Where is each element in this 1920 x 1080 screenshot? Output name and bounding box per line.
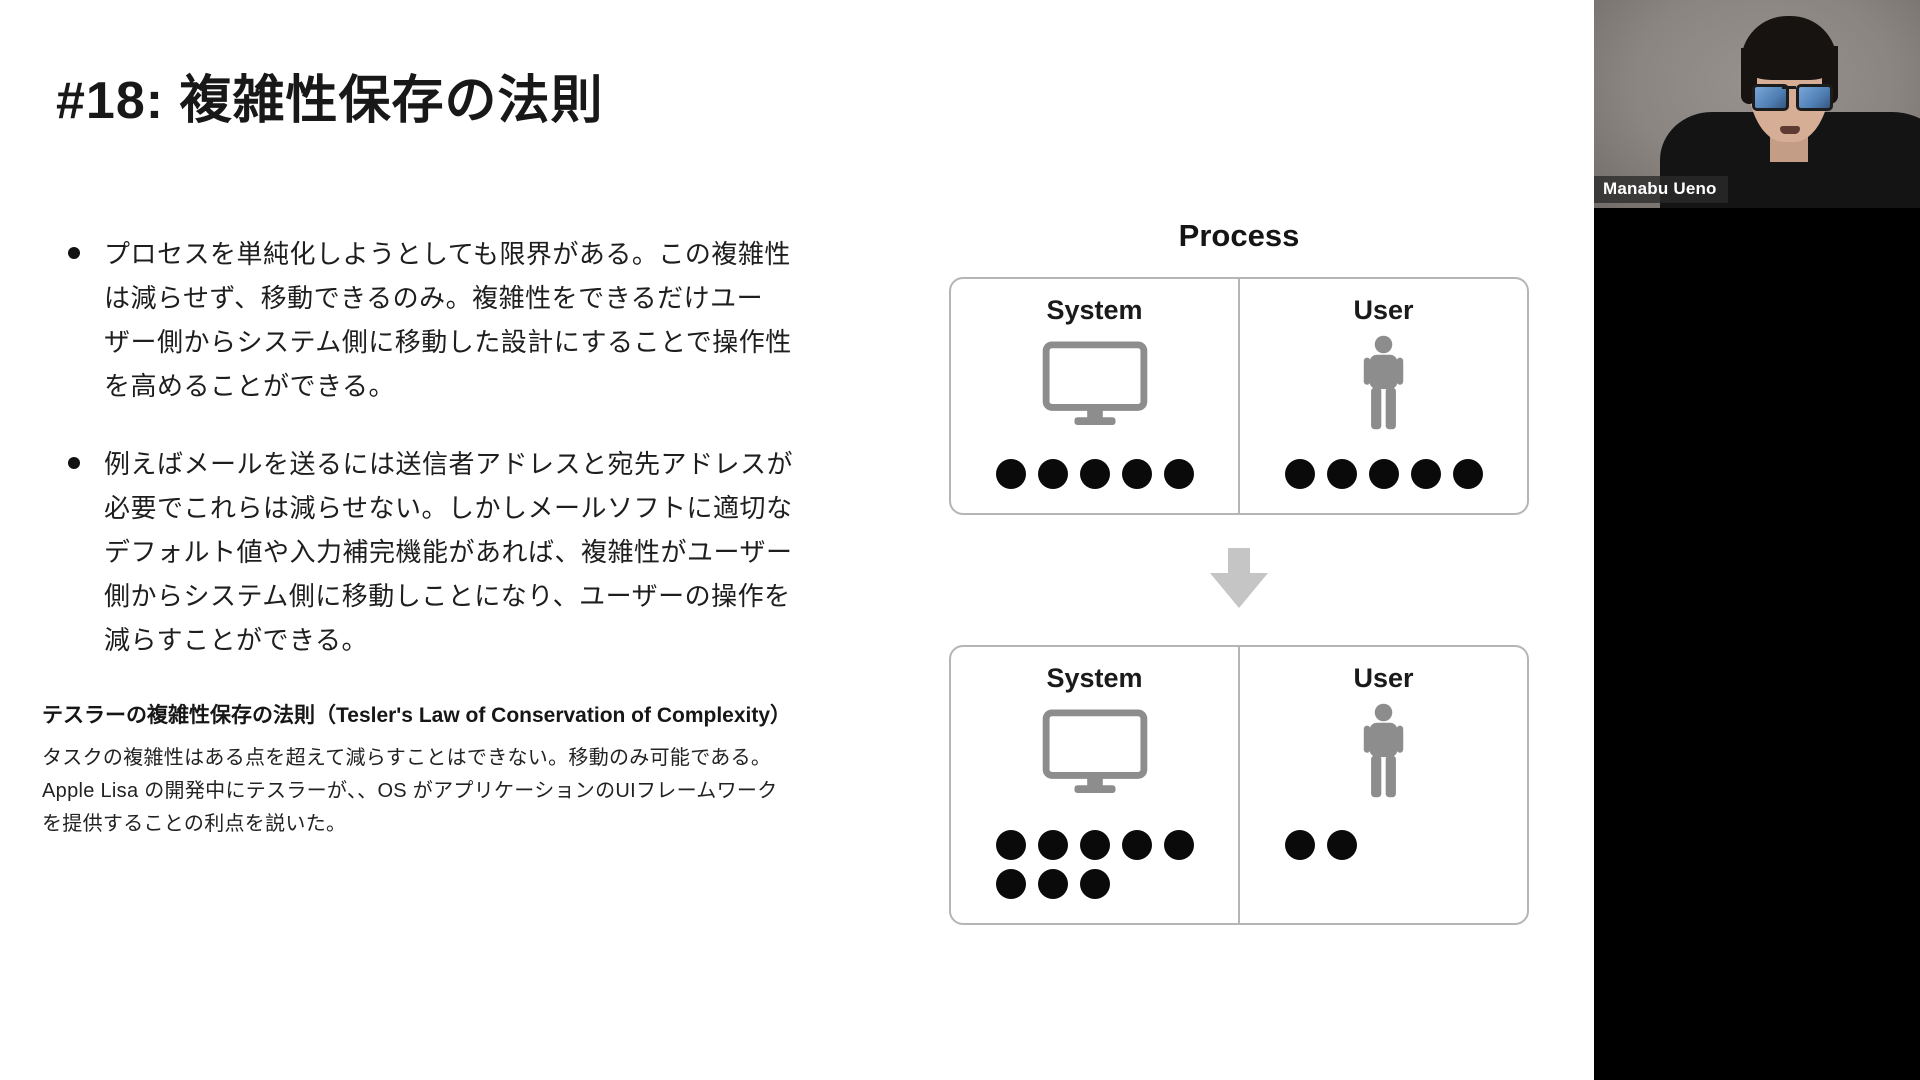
complexity-dots-system-before (995, 459, 1194, 489)
complexity-dot (1284, 459, 1315, 489)
bullet-item: プロセスを単純化しようとしても限界がある。この複雑性 は減らせず、移動できるのみ… (68, 232, 864, 408)
participant-name-label: Manabu Ueno (1594, 176, 1728, 203)
person-icon (1360, 702, 1407, 799)
bullet-text-line: を高めることができる。 (104, 371, 395, 401)
complexity-dot (1368, 459, 1399, 489)
box-divider (1238, 647, 1240, 923)
glasses-bridge (1782, 86, 1796, 89)
complexity-dot (1163, 459, 1194, 489)
footnote-heading: テスラーの複雑性保存の法則（Tesler's Law of Conservati… (42, 704, 792, 727)
diagram-title: Process (1178, 218, 1300, 253)
system-label: System (1046, 663, 1143, 693)
complexity-dot (1284, 830, 1315, 860)
bullet-text-line: プロセスを単純化しようとしても限界がある。この複雑性 (104, 239, 791, 269)
user-label: User (1353, 663, 1414, 693)
bullet-text-line: 必要でこれらは減らせない。しかしメールソフトに適切な (104, 493, 793, 523)
complexity-dot (1121, 830, 1152, 860)
complexity-dots-user-after (1284, 830, 1483, 899)
person-icon (1360, 334, 1407, 431)
bullet-text-line: は減らせず、移動できるのみ。複雑性をできるだけユー (104, 283, 764, 313)
bullet-text-line: ザー側からシステム側に移動した設計にすることで操作性 (104, 327, 792, 357)
bullet-text-line: デフォルト値や入力補完機能があれば、複雑性がユーザー (104, 537, 793, 567)
complexity-dot (995, 459, 1026, 489)
complexity-dot (995, 869, 1026, 899)
monitor-icon (1040, 702, 1150, 799)
complexity-dot (1121, 459, 1152, 489)
process-box-before: System User (949, 277, 1529, 515)
participant-mouth (1780, 126, 1800, 134)
box-divider (1238, 279, 1240, 513)
down-arrow-icon (1206, 548, 1272, 608)
video-panel: Manabu Ueno (1594, 0, 1920, 1080)
system-label: System (1046, 295, 1143, 325)
bullet-marker-icon (68, 457, 80, 469)
complexity-dots-user-before (1284, 459, 1483, 489)
bullet-item: 例えばメールを送るには送信者アドレスと宛先アドレスが 必要でこれらは減らせない。… (68, 442, 864, 662)
monitor-icon (1040, 334, 1150, 431)
bullet-text-line: 側からシステム側に移動しことになり、ユーザーの操作を (104, 581, 791, 611)
complexity-dots-system-after (995, 830, 1194, 899)
complexity-dot (1326, 459, 1357, 489)
footnote-text-line: タスクの複雑性はある点を超えて減らすことはできない。移動のみ可能である。 (42, 747, 772, 769)
footnote-text-line: Apple Lisa の開発中にテスラーが、、OS がアプリケーションのUIフレ… (42, 780, 778, 802)
complexity-dot (1037, 459, 1068, 489)
webcam-video-tile[interactable]: Manabu Ueno (1594, 0, 1920, 208)
bullet-text-line: 例えばメールを送るには送信者アドレスと宛先アドレスが (104, 449, 794, 479)
system-cell-after: System (951, 647, 1238, 923)
footnote-text-line: を提供することの利点を説いた。 (42, 813, 347, 835)
bullet-list: プロセスを単純化しようとしても限界がある。この複雑性 は減らせず、移動できるのみ… (68, 232, 864, 696)
footnote: テスラーの複雑性保存の法則（Tesler's Law of Conservati… (42, 702, 791, 841)
system-cell-before: System (951, 279, 1238, 513)
complexity-dot (1079, 830, 1110, 860)
user-cell-after: User (1240, 647, 1527, 923)
complexity-dot (1037, 869, 1068, 899)
glasses-icon (1752, 84, 1833, 111)
complexity-dot (995, 830, 1026, 860)
complexity-dot (1410, 459, 1441, 489)
complexity-dot (1079, 869, 1110, 899)
participant-hair (1741, 16, 1837, 80)
user-label: User (1353, 295, 1414, 325)
complexity-dot (1326, 830, 1357, 860)
complexity-dot (1452, 459, 1483, 489)
glasses-lens (1796, 84, 1833, 111)
complexity-dot (1163, 830, 1194, 860)
process-box-after: System User (949, 645, 1529, 925)
slide-title: #18: 複雑性保存の法則 (56, 72, 604, 130)
bullet-marker-icon (68, 247, 80, 259)
user-cell-before: User (1240, 279, 1527, 513)
bullet-text-line: 減らすことができる。 (104, 625, 368, 655)
complexity-dot (1079, 459, 1110, 489)
complexity-dot (1037, 830, 1068, 860)
